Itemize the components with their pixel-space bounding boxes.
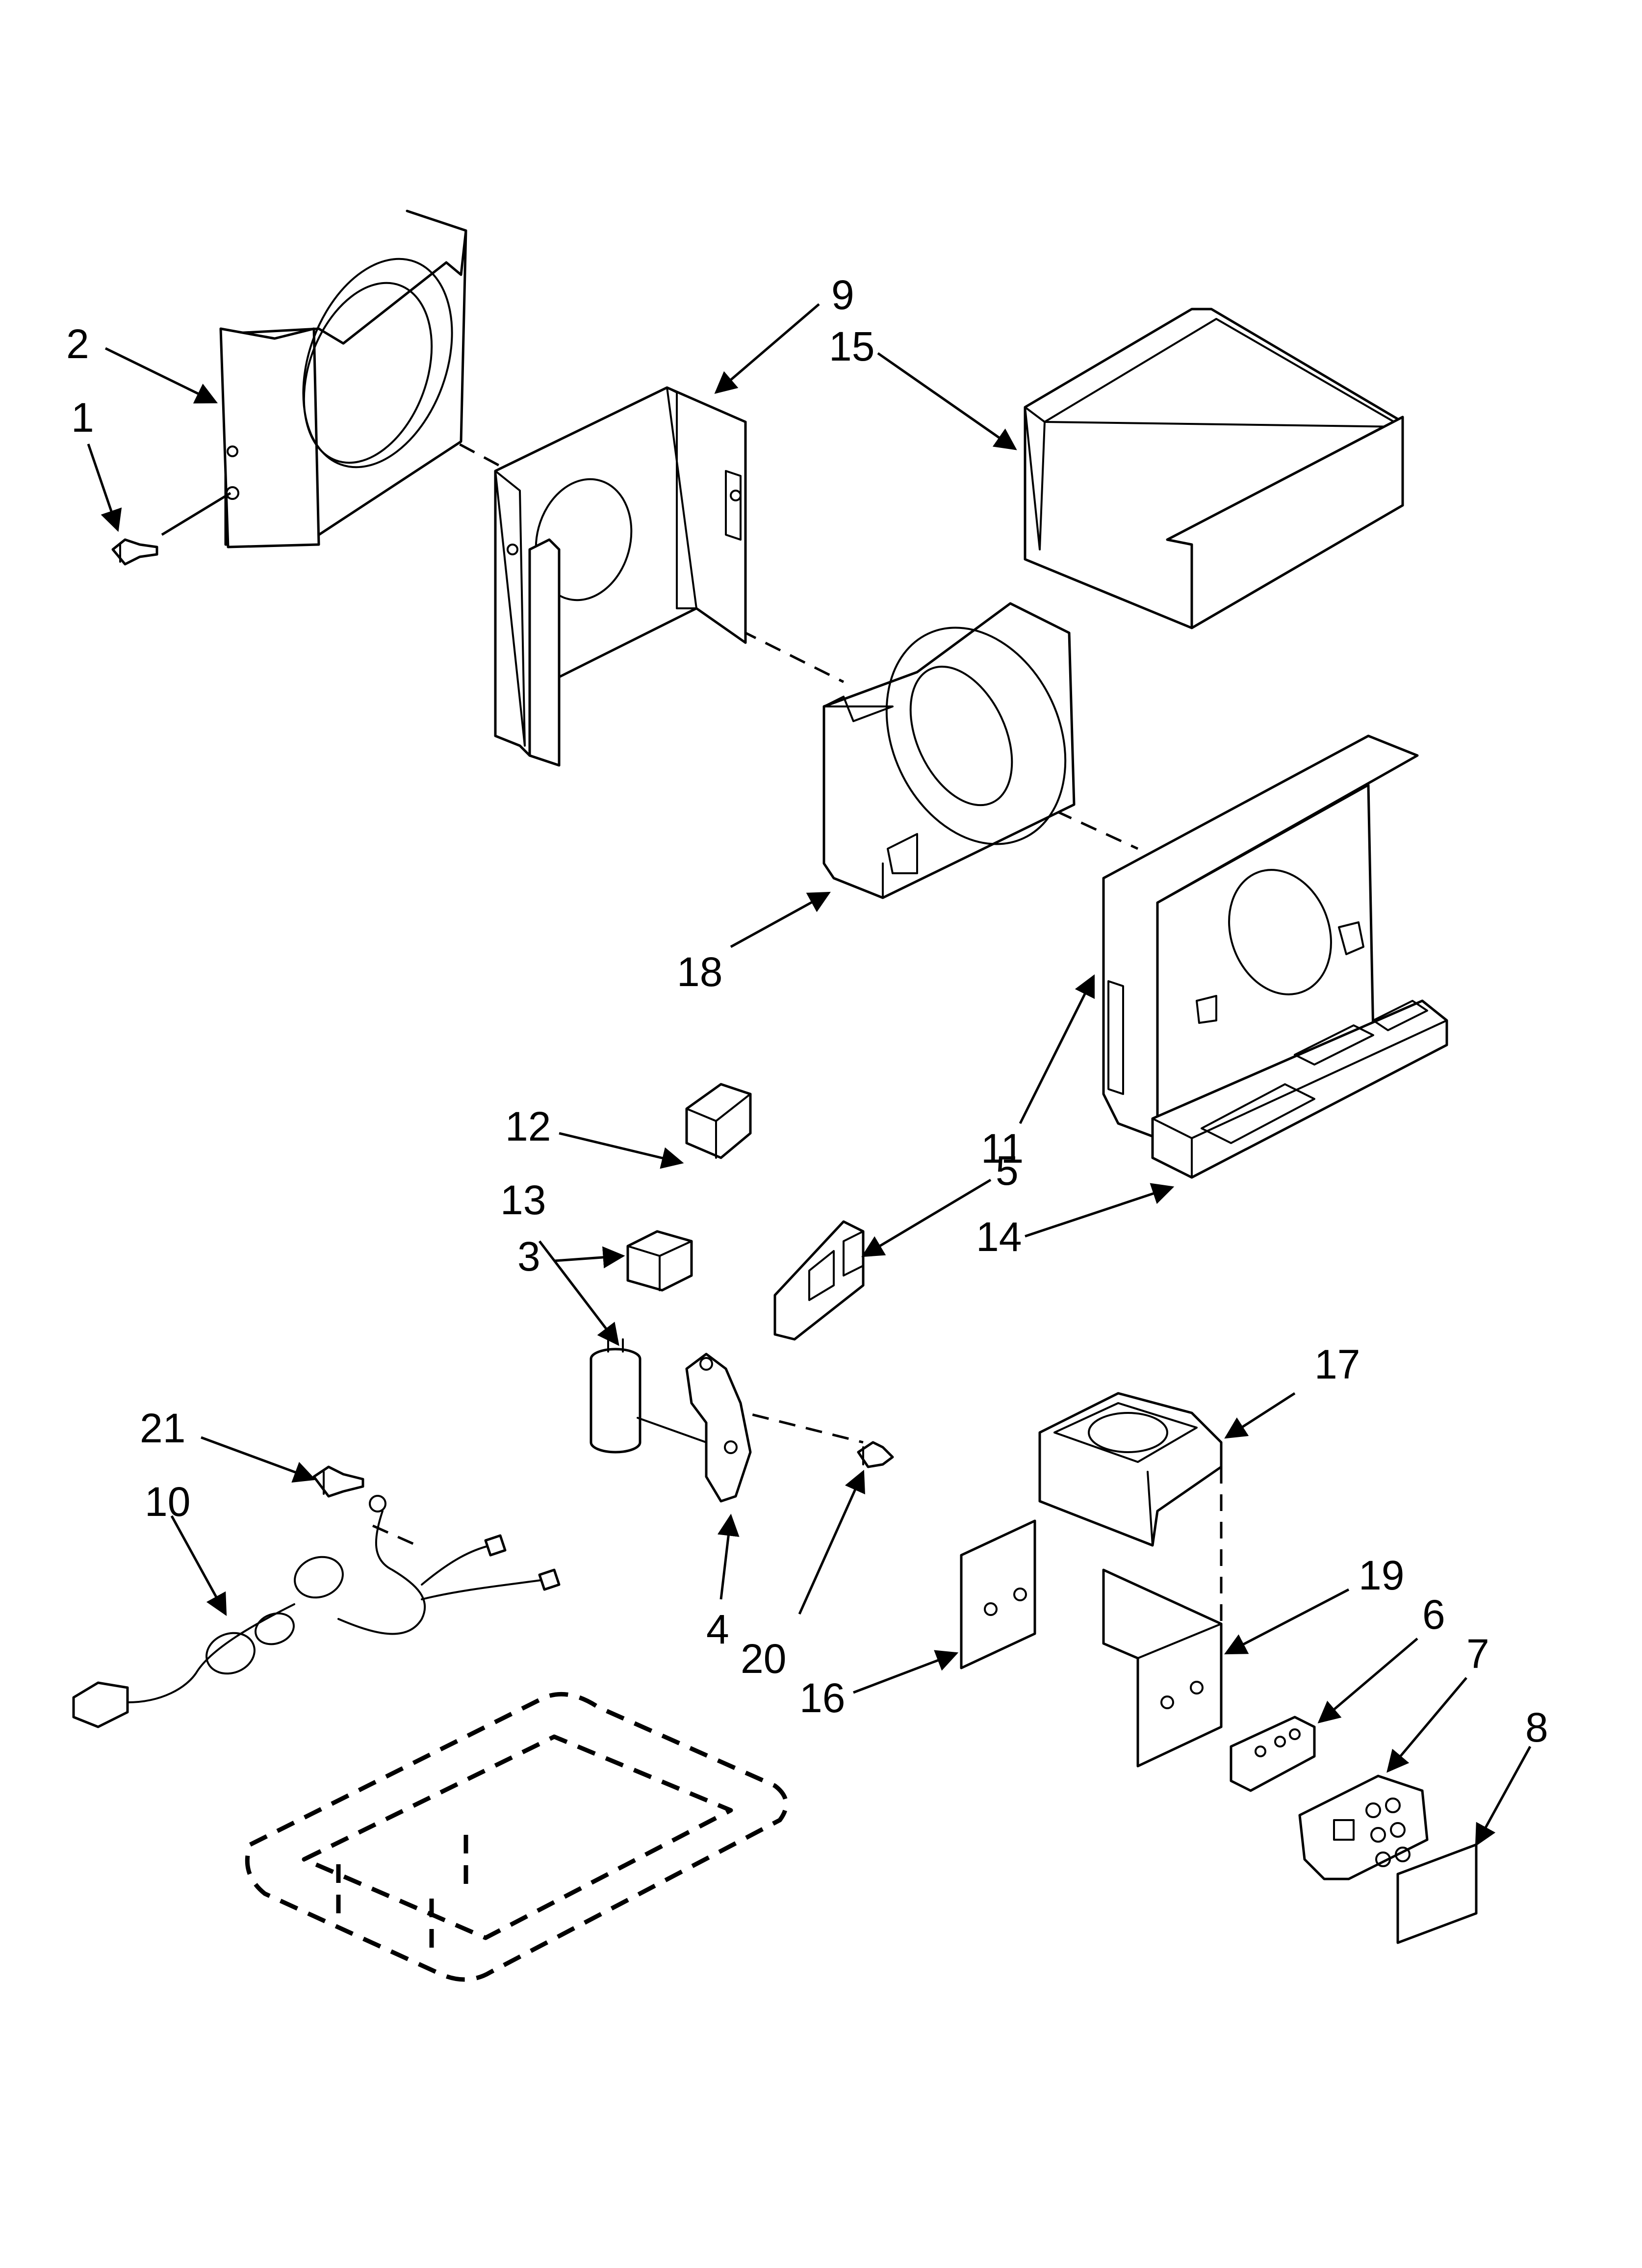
callout-10: 10 <box>145 1479 190 1525</box>
callout-14: 14 <box>976 1214 1022 1260</box>
part-19-bracket <box>1102 1568 1223 1768</box>
callout-4: 4 <box>706 1606 729 1652</box>
leader-lines <box>87 303 1532 1847</box>
part-14-base-rail <box>1151 999 1448 1179</box>
callout-5: 5 <box>996 1147 1019 1194</box>
part-21-ground-screw <box>312 1465 364 1498</box>
part-17-cover <box>1038 1392 1223 1547</box>
callout-6: 6 <box>1422 1591 1445 1638</box>
callout-17: 17 <box>1314 1341 1360 1387</box>
base-pan-outline <box>245 1692 789 1982</box>
part-10-power-cord <box>72 1495 561 1728</box>
part-1-screw <box>111 538 158 566</box>
callout-2: 2 <box>66 321 89 367</box>
callout-labels: 1 2 9 15 18 11 12 13 3 5 14 17 21 10 4 2… <box>66 272 1548 1750</box>
part-8-overlay <box>1396 1843 1478 1944</box>
part-16-bracket-plate <box>960 1519 1036 1669</box>
part-4-capacitor-bracket <box>637 1353 752 1503</box>
callout-9: 9 <box>831 272 854 318</box>
callout-11: 11 <box>981 1125 1024 1172</box>
callout-20: 20 <box>741 1636 786 1682</box>
callout-21: 21 <box>140 1405 185 1451</box>
part-13-relay <box>626 1230 693 1292</box>
callout-7: 7 <box>1466 1631 1489 1677</box>
callout-18: 18 <box>677 949 722 995</box>
part-6-interface-board <box>1230 1716 1316 1792</box>
part-3-capacitor <box>590 1338 641 1454</box>
part-20-screw <box>857 1441 894 1468</box>
callout-12: 12 <box>505 1103 551 1149</box>
part-9-orifice-panel <box>494 386 747 767</box>
part-5-control-board <box>773 1220 865 1341</box>
callout-3: 3 <box>517 1233 540 1279</box>
callout-8: 8 <box>1525 1704 1548 1750</box>
part-15-top-cover <box>1024 308 1404 629</box>
callout-16: 16 <box>799 1675 845 1721</box>
part-18-blower-housing <box>822 602 1076 899</box>
part-12-transformer <box>685 1083 752 1159</box>
callout-19: 19 <box>1359 1552 1404 1598</box>
callout-1: 1 <box>71 394 94 441</box>
part-2-scroll-bracket <box>219 209 467 548</box>
callout-13: 13 <box>500 1177 546 1223</box>
callout-15: 15 <box>829 323 874 369</box>
part-7-control-panel <box>1298 1774 1429 1880</box>
